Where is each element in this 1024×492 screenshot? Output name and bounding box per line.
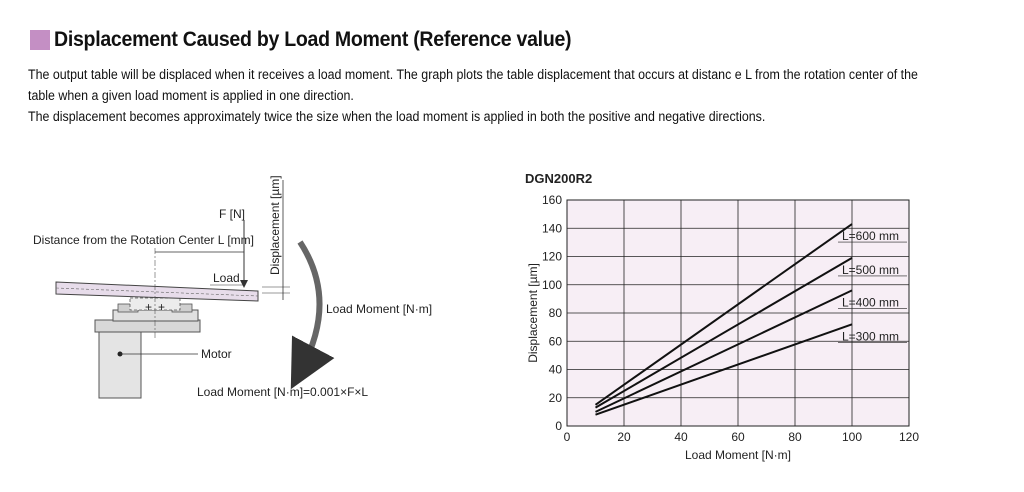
displacement-chart: DGN200R2 0 20 40 60 80 100 120 0 20 40 60 80 100 120 1…: [525, 171, 919, 462]
motor-flange: [94, 319, 201, 333]
description-text: The output table will be displaced when …: [28, 64, 930, 127]
description-line-3: The displacement becomes approximately t…: [28, 109, 766, 124]
bearing-symbol-right: +: [158, 300, 165, 314]
force-label: F [N]: [219, 207, 245, 221]
x-tick-label: 100: [842, 430, 862, 444]
tick-layer: 0 20 40 60 80 100 120 0 20 40 60 80 100 120 140 160: [542, 193, 919, 444]
bearing-symbol-left: +: [145, 300, 152, 314]
table-center-dashed: [55, 287, 259, 297]
section-title: Displacement Caused by Load Moment (Refe…: [54, 28, 572, 51]
motor-label: Motor: [201, 347, 232, 361]
load-moment-diagram: Motor + + Distance from the Rotation Cen…: [33, 175, 432, 399]
y-tick-label: 160: [542, 193, 562, 207]
y-axis-label: Displacement [µm]: [526, 263, 540, 363]
formula-label: Load Moment [N·m]=0.001×F×L: [197, 385, 368, 399]
moment-curved-arrow: [290, 240, 335, 390]
series-line: [594, 223, 853, 406]
series-label: L=300 mm: [842, 329, 899, 343]
series-layer: L=600 mm L=500 mm L=400 mm L=300 mm: [594, 223, 907, 416]
distance-label: Distance from the Rotation Center L [mm]: [33, 233, 254, 247]
motor-body: [98, 327, 142, 399]
x-tick-label: 0: [564, 430, 571, 444]
x-tick-label: 80: [788, 430, 802, 444]
x-axis-label: Load Moment [N·m]: [685, 448, 791, 462]
load-label: Load: [213, 271, 240, 285]
moment-label: Load Moment [N·m]: [326, 302, 432, 316]
description-line-1: The output table will be displaced when …: [28, 67, 918, 82]
y-tick-label: 60: [549, 334, 563, 348]
y-tick-label: 140: [542, 221, 562, 235]
series-label: L=600 mm: [842, 229, 899, 243]
y-tick-label: 120: [542, 250, 562, 264]
y-tick-label: 80: [549, 306, 563, 320]
series-line: [595, 323, 853, 416]
series-line: [595, 289, 853, 413]
description-line-2: table when a given load moment is applie…: [28, 88, 354, 103]
chart-title: DGN200R2: [525, 171, 592, 186]
title-marker-square: [30, 30, 50, 50]
y-tick-label: 20: [549, 391, 563, 405]
section-header: Displacement Caused by Load Moment (Refe…: [30, 28, 610, 52]
output-table: [55, 281, 259, 302]
y-tick-label: 0: [555, 419, 562, 433]
x-tick-label: 40: [674, 430, 688, 444]
x-tick-label: 60: [731, 430, 745, 444]
series-line: [594, 257, 853, 409]
x-tick-label: 20: [617, 430, 631, 444]
series-label: L=500 mm: [842, 263, 899, 277]
displacement-label: Displacement [µm]: [268, 175, 282, 275]
series-label: L=400 mm: [842, 295, 899, 309]
x-tick-label: 120: [899, 430, 919, 444]
y-tick-label: 40: [549, 363, 563, 377]
y-tick-label: 100: [542, 278, 562, 292]
